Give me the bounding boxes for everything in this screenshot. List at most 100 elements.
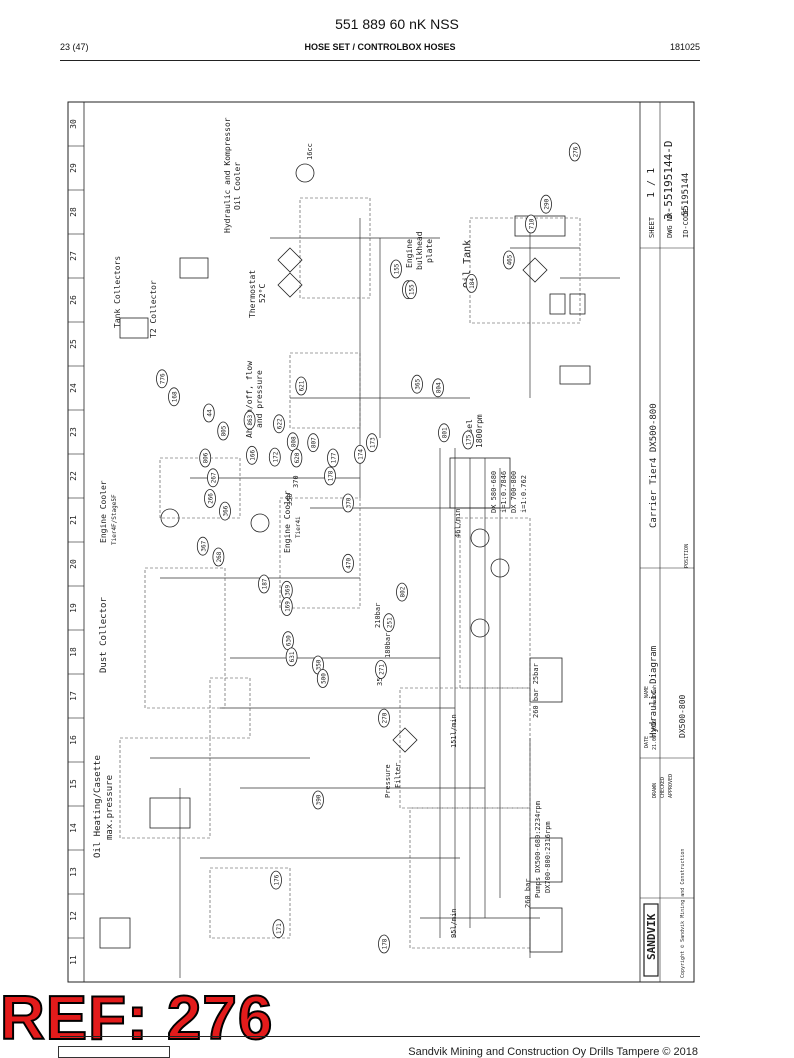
column-label: 28 [69, 207, 78, 217]
callout-169: 169 [280, 597, 293, 616]
column-label: 13 [69, 867, 78, 877]
svg-text:177: 177 [331, 452, 338, 463]
column-label: 21 [69, 515, 78, 525]
svg-text:184: 184 [469, 278, 476, 289]
callout-622: 622 [273, 414, 285, 434]
callout-710: 710 [525, 214, 537, 234]
svg-text:710: 710 [529, 218, 536, 229]
callout-44: 44 [202, 403, 215, 423]
label-bulkhead: bulkhead [415, 231, 424, 270]
model-text: DX500-800 [678, 694, 687, 738]
column-label: 18 [69, 647, 78, 657]
label-engine-cooler-1b: Tier4F/Stage5F [111, 494, 118, 545]
svg-text:370: 370 [346, 497, 353, 508]
column-label: 26 [69, 295, 78, 305]
svg-text:44: 44 [206, 409, 213, 417]
label-ahn2: and pressure [255, 370, 264, 428]
svg-text:366: 366 [223, 505, 230, 516]
callout-808: 808 [286, 432, 299, 452]
svg-text:173: 173 [370, 437, 377, 448]
sheet-label: SHEET [648, 216, 656, 238]
callout-155: 155 [390, 259, 402, 279]
label-16cc: 16cc [306, 143, 314, 160]
callout-178: 178 [378, 934, 390, 954]
label-flow3: 46l/min [454, 508, 462, 538]
svg-text:804: 804 [436, 382, 443, 393]
label-oil-tank: Oil Tank [462, 240, 473, 288]
label-pump2: DX700-800:2316rpm [544, 821, 552, 893]
callout-173: 173 [366, 433, 378, 453]
label-plate: plate [425, 239, 434, 263]
callout-367: 367 [196, 536, 209, 556]
svg-text:175: 175 [466, 434, 473, 445]
callout-187: 187 [258, 574, 270, 594]
label-engine-cooler-2: Engine Cooler [283, 490, 292, 553]
ref-stamp: REF: 276 [0, 984, 274, 1054]
callout-176: 176 [270, 870, 282, 890]
label-engine: Engine [405, 239, 414, 268]
column-label: 27 [69, 251, 78, 261]
callout-801: 801 [438, 423, 450, 443]
callout-465: 465 [502, 250, 515, 270]
svg-text:470: 470 [346, 557, 353, 568]
svg-text:271: 271 [379, 664, 386, 675]
column-label: 20 [69, 559, 78, 569]
svg-text:622: 622 [277, 418, 284, 429]
svg-text:365: 365 [415, 378, 422, 389]
label-ratio1: i=1:0.7846 [500, 471, 508, 513]
callout-266: 266 [204, 489, 216, 508]
dwg-label: DWG NR [666, 212, 674, 238]
callout-776: 776 [156, 369, 168, 389]
header-divider [60, 60, 700, 61]
column-label: 16 [69, 735, 78, 745]
svg-text:267: 267 [211, 472, 218, 483]
column-label: 30 [69, 119, 78, 129]
callout-863: 863 [243, 410, 256, 430]
drawn-name: saiDJah [652, 685, 658, 706]
column-label: 11 [69, 955, 78, 965]
svg-text:251: 251 [386, 617, 393, 628]
callout-178: 178 [324, 466, 336, 486]
callout-370: 370 [342, 493, 354, 513]
column-label: 15 [69, 779, 78, 789]
svg-text:500: 500 [320, 673, 327, 684]
column-label: 23 [69, 427, 78, 437]
callout-bubbles: 2762907104651841553641558043658011751731… [156, 142, 581, 954]
label-rpm: 1800rpm [475, 414, 484, 448]
column-label: 14 [69, 823, 78, 833]
callout-270: 270 [378, 708, 390, 728]
svg-text:155: 155 [409, 284, 416, 295]
svg-text:187: 187 [262, 578, 269, 589]
svg-text:806: 806 [203, 452, 210, 463]
callout-166: 166 [246, 445, 258, 465]
column-label: 22 [69, 471, 78, 481]
svg-text:174: 174 [358, 449, 365, 460]
svg-text:290: 290 [544, 198, 551, 209]
label-354: 354 [376, 673, 384, 686]
callout-631: 631 [285, 647, 298, 667]
name-label: NAME [644, 686, 650, 698]
column-label: 25 [69, 339, 78, 349]
callout-155: 155 [405, 280, 417, 300]
callout-802: 802 [396, 582, 408, 602]
callout-177: 177 [327, 448, 339, 468]
svg-text:178: 178 [328, 470, 335, 481]
svg-text:172: 172 [272, 451, 279, 462]
callout-500: 500 [316, 669, 329, 688]
callout-271: 271 [375, 660, 387, 679]
label-bar3: 210bar [374, 603, 382, 628]
svg-text:620: 620 [294, 452, 301, 463]
svg-text:631: 631 [289, 651, 296, 662]
callout-369: 369 [280, 580, 293, 600]
svg-text:169: 169 [284, 601, 291, 612]
svg-text:171: 171 [276, 923, 283, 934]
label-pump: Pumps DX500-680:2234rpm [534, 801, 542, 898]
callout-470: 470 [342, 553, 354, 573]
svg-text:465: 465 [506, 254, 513, 265]
svg-text:805: 805 [221, 425, 228, 436]
position-label: POSITION [684, 544, 690, 568]
callout-168: 168 [168, 387, 180, 407]
page-code: 181025 [669, 42, 700, 52]
svg-text:621: 621 [299, 380, 306, 391]
